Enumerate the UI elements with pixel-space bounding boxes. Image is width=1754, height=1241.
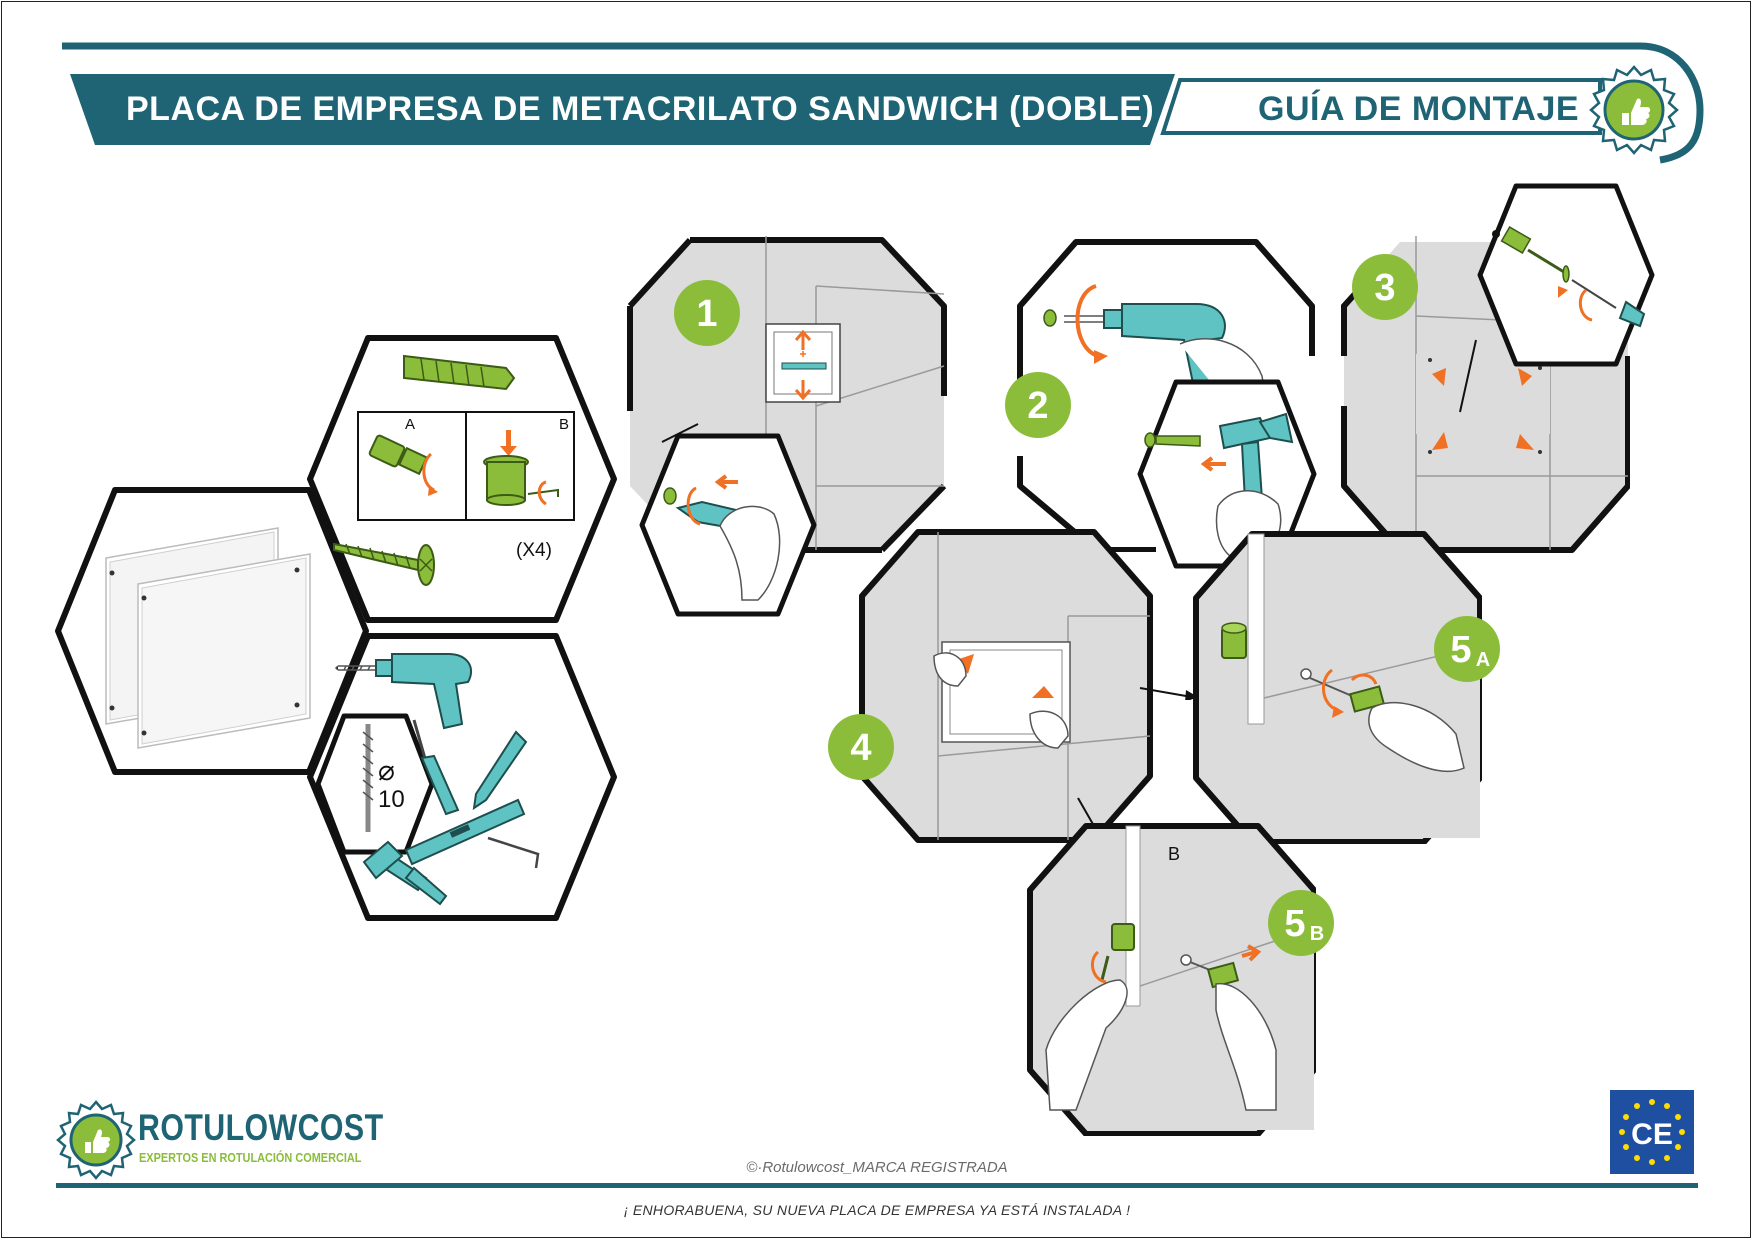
right-hand-icon — [1215, 982, 1277, 1111]
page-subtitle: GUÍA DE MONTAJE — [1258, 90, 1580, 128]
page-title: PLACA DE EMPRESA DE METACRILATO SANDWICH… — [126, 90, 1155, 128]
variant-a-label: A — [405, 416, 415, 433]
drill-icon — [334, 653, 473, 730]
step-3-detail-hexagon — [1477, 183, 1655, 367]
brand-tagline: EXPERTOS EN ROTULACIÓN COMERCIAL — [139, 1150, 362, 1165]
step-5b-suffix: B — [1310, 923, 1324, 945]
step-1-detail-hexagon — [639, 433, 817, 617]
screw-insert-icon — [1500, 226, 1646, 328]
step-3-number: 3 — [1374, 267, 1395, 309]
pencil-icon — [472, 730, 528, 811]
allen-key-icon — [487, 836, 540, 869]
standoff-cap-icon — [1221, 622, 1247, 659]
step-5a-hexagon — [1193, 531, 1482, 844]
step-4-hexagon — [859, 529, 1153, 843]
brand-logo-icon — [56, 1100, 136, 1180]
drill-bit-hexagon — [315, 713, 435, 855]
spirit-level-icon — [404, 798, 526, 866]
hammer-icon — [362, 840, 448, 906]
ce-mark-icon: CE — [1610, 1090, 1694, 1174]
brand-name: ROTULOWCOST — [138, 1107, 384, 1148]
standoff-a-icon — [368, 434, 438, 496]
plates-hexagon — [55, 487, 369, 775]
tools-hexagon: ⌀ 10 — [307, 633, 617, 921]
header-banner — [62, 42, 1704, 164]
step-1-badge: 1 — [674, 280, 740, 346]
drill-bit-icon — [362, 724, 374, 832]
copyright-text: ©·Rotulowcost_MARCA REGISTRADA — [746, 1159, 1008, 1176]
right-hand-icon — [1029, 710, 1069, 749]
quantity-label: (X4) — [516, 540, 552, 561]
step-2-number: 2 — [1027, 385, 1048, 427]
screwdriver-icon — [412, 719, 460, 816]
step-2-detail-hexagon — [1137, 379, 1317, 569]
variant-b-label: B — [559, 416, 569, 433]
wall-plug-icon — [403, 354, 516, 391]
left-hand-icon — [1045, 979, 1128, 1111]
thumbs-up-seal-icon — [1589, 65, 1679, 155]
footer-divider — [56, 1183, 1698, 1188]
step-1-number: 1 — [696, 293, 717, 335]
step-5b-badge: 5 B — [1268, 890, 1334, 956]
step-5a-suffix: A — [1476, 649, 1490, 671]
hardware-hexagon: A B (X4) — [307, 335, 617, 623]
congrats-message: ¡ ENHORABUENA, SU NUEVA PLACA DE EMPRESA… — [623, 1202, 1131, 1218]
standoff-b-icon — [483, 430, 559, 506]
step-2-badge: 2 — [1005, 372, 1071, 438]
step-4-badge: 4 — [828, 714, 894, 780]
ce-mark-text: CE — [1631, 1118, 1673, 1151]
wall-plug-insert-icon — [1155, 435, 1201, 447]
hammer-strike-icon — [1215, 412, 1294, 560]
diameter-symbol: ⌀ — [378, 755, 395, 786]
screw-direction-arrows — [1432, 368, 1534, 450]
standoff-base-icon — [1322, 668, 1386, 718]
hand-icon — [719, 505, 781, 601]
step-5a-number: 5 — [1450, 629, 1471, 671]
arrow-to-5a — [1139, 687, 1198, 700]
hand-icon — [1368, 701, 1465, 773]
step-5b-hexagon — [1027, 823, 1316, 1136]
left-hand-icon — [933, 652, 967, 687]
step-5a-badge: 5 A — [1434, 616, 1500, 682]
drill-bit-size: 10 — [378, 786, 405, 813]
step-5b-number: 5 — [1284, 903, 1305, 945]
step-3-badge: 3 — [1352, 254, 1418, 320]
screw-icon — [333, 542, 435, 586]
step-5b-tag: B — [1168, 844, 1181, 864]
standoff-cap-icon — [1090, 923, 1135, 984]
step-4-number: 4 — [850, 727, 871, 769]
